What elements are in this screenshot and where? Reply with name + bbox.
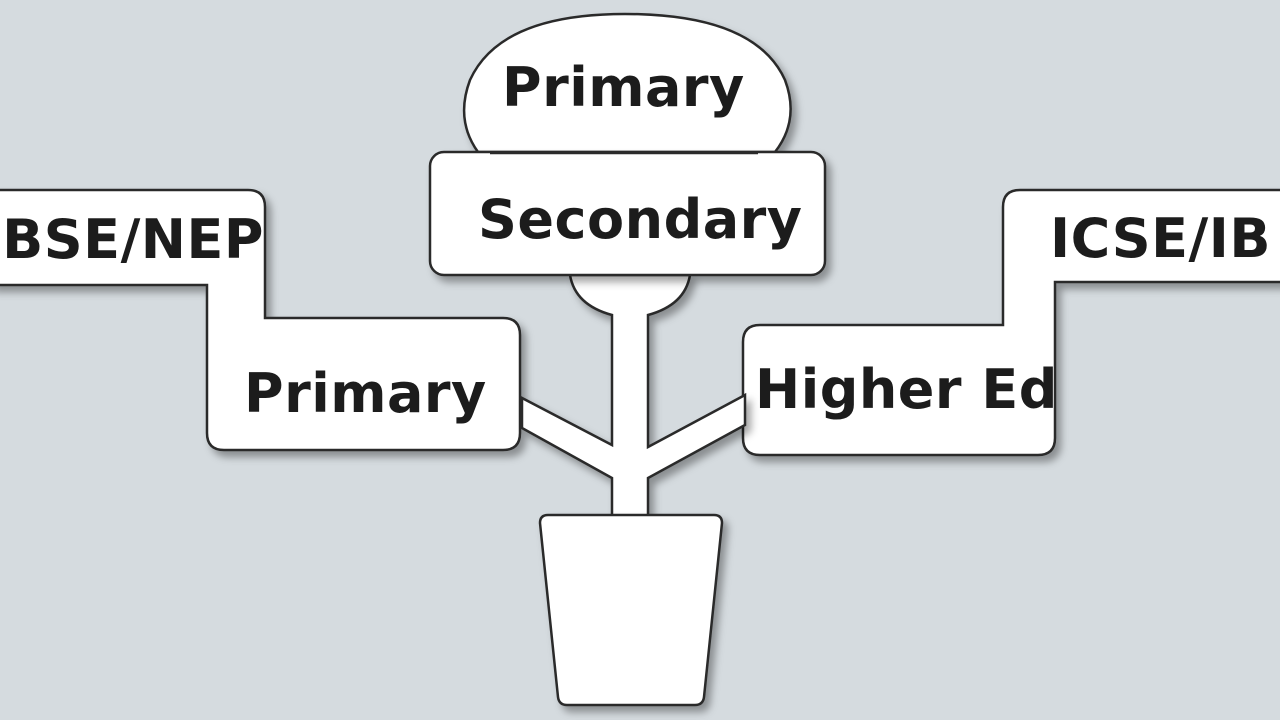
right-branch-node xyxy=(741,188,1280,457)
right-upper-label: ICSE/IB xyxy=(1050,207,1271,270)
right-lower-label: Higher Ed xyxy=(755,358,1058,421)
left-upper-label: CBSE/NEP xyxy=(0,208,264,271)
top-dome-node xyxy=(462,12,792,154)
left-lower-label: Primary xyxy=(244,362,487,425)
left-branch-node xyxy=(0,188,522,452)
secondary-node-label: Secondary xyxy=(478,188,803,251)
pot xyxy=(538,513,724,707)
stem xyxy=(520,273,747,520)
top-node-label: Primary xyxy=(502,56,745,119)
